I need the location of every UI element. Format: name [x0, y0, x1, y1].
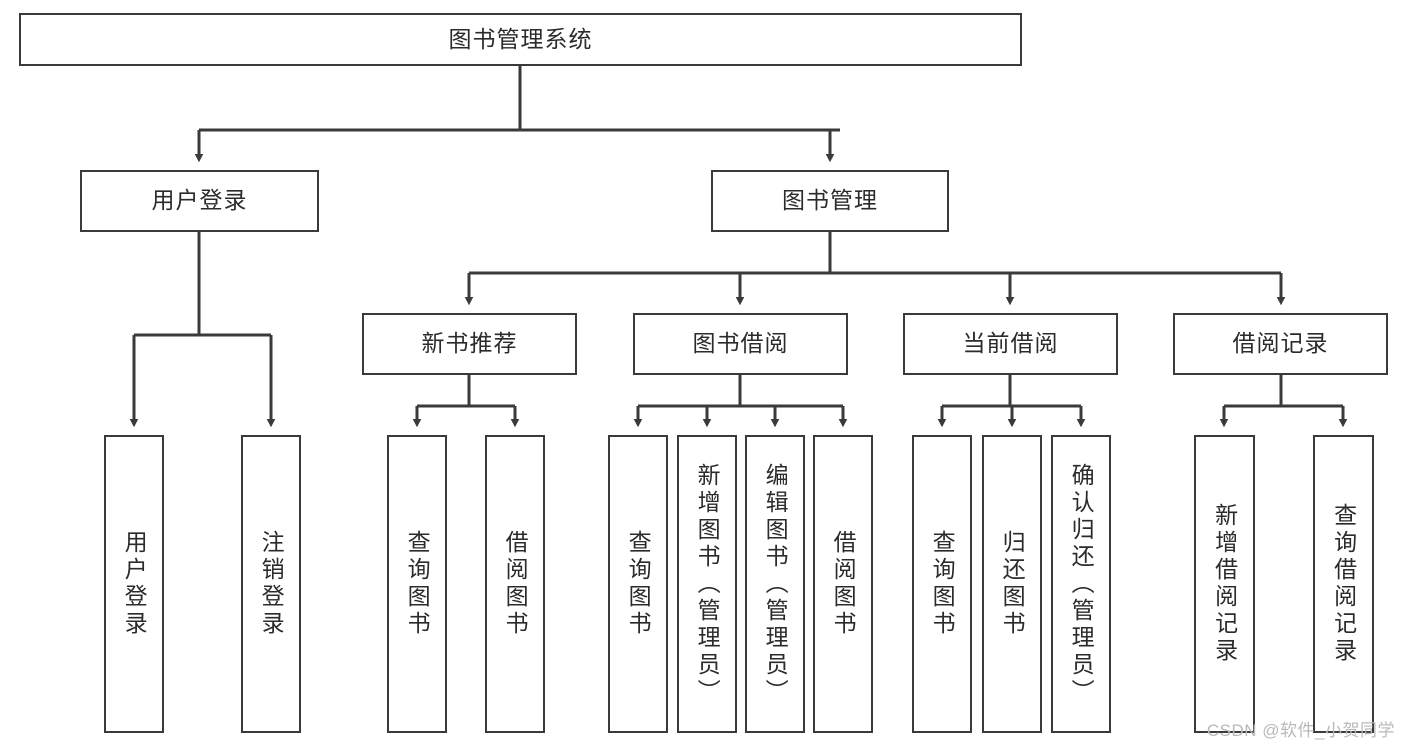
node-user-login[interactable]: 用户登录: [80, 170, 319, 232]
leaf-label: 查询图书: [625, 530, 652, 638]
leaf-label: 借阅图书: [830, 530, 857, 638]
node-book-management[interactable]: 图书管理: [711, 170, 949, 232]
node-new-book-recommendation-label: 新书推荐: [421, 330, 518, 357]
leaf-add-borrow-record[interactable]: 新增借阅记录: [1194, 435, 1255, 733]
leaf-add-book-admin[interactable]: 新增图书（管理员）: [677, 435, 737, 733]
leaf-edit-book-admin[interactable]: 编辑图书（管理员）: [745, 435, 805, 733]
leaf-label: 用户登录: [121, 530, 148, 638]
leaf-label: 确认归还（管理员）: [1068, 462, 1095, 706]
leaf-borrow-books-new[interactable]: 借阅图书: [485, 435, 545, 733]
leaf-label: 注销登录: [258, 530, 285, 638]
leaf-label: 新增图书（管理员）: [694, 462, 721, 706]
node-user-login-label: 用户登录: [151, 187, 248, 214]
leaf-user-login[interactable]: 用户登录: [104, 435, 164, 733]
node-current-borrowing-label: 当前借阅: [962, 330, 1059, 357]
leaf-confirm-return-admin[interactable]: 确认归还（管理员）: [1051, 435, 1111, 733]
node-current-borrowing[interactable]: 当前借阅: [903, 313, 1118, 375]
leaf-query-books-new[interactable]: 查询图书: [387, 435, 447, 733]
leaf-return-books[interactable]: 归还图书: [982, 435, 1042, 733]
node-borrowing-records[interactable]: 借阅记录: [1173, 313, 1388, 375]
leaf-label: 编辑图书（管理员）: [762, 462, 789, 706]
node-book-borrowing[interactable]: 图书借阅: [633, 313, 848, 375]
node-book-borrowing-label: 图书借阅: [692, 330, 789, 357]
leaf-query-books-current[interactable]: 查询图书: [912, 435, 972, 733]
node-borrowing-records-label: 借阅记录: [1232, 330, 1329, 357]
leaf-label: 归还图书: [999, 530, 1026, 638]
leaf-label: 新增借阅记录: [1211, 503, 1238, 665]
leaf-borrow-books[interactable]: 借阅图书: [813, 435, 873, 733]
node-root[interactable]: 图书管理系统: [19, 13, 1022, 66]
leaf-label: 查询图书: [404, 530, 431, 638]
leaf-label: 查询图书: [929, 530, 956, 638]
leaf-label: 查询借阅记录: [1330, 503, 1357, 665]
node-root-label: 图书管理系统: [448, 25, 593, 52]
leaf-query-borrow-record[interactable]: 查询借阅记录: [1313, 435, 1374, 733]
node-book-management-label: 图书管理: [782, 187, 878, 214]
node-new-book-recommendation[interactable]: 新书推荐: [362, 313, 577, 375]
leaf-label: 借阅图书: [502, 530, 529, 638]
leaf-query-books-borrow[interactable]: 查询图书: [608, 435, 668, 733]
leaf-logout[interactable]: 注销登录: [241, 435, 301, 733]
csdn-watermark: CSDN @软件_小贺同学: [1206, 721, 1395, 740]
